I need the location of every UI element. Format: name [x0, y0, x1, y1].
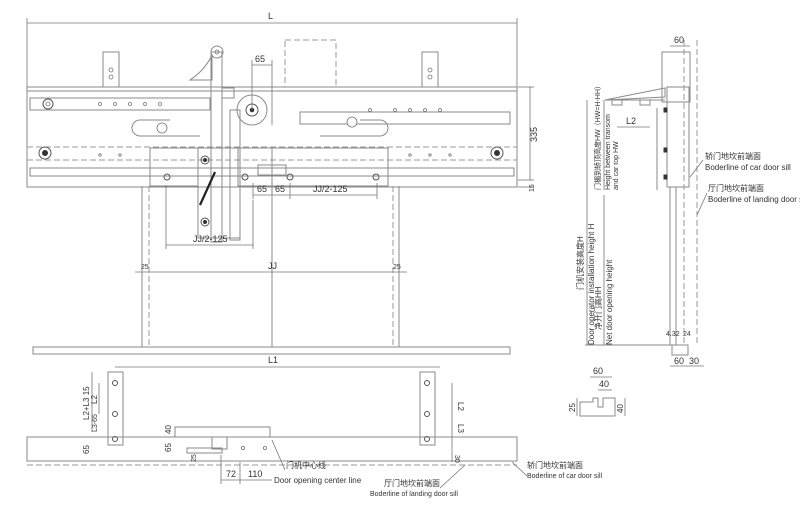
svg-text:门机中心线: 门机中心线 — [286, 460, 326, 470]
svg-text:15: 15 — [529, 184, 536, 192]
svg-text:and car top HW: and car top HW — [613, 141, 620, 190]
end-pulley-right — [490, 146, 504, 160]
svg-text:JJ: JJ — [268, 261, 277, 271]
cable-carrier-left — [131, 119, 200, 137]
svg-text:30: 30 — [453, 455, 460, 463]
svg-text:Boderline of car door sill: Boderline of car door sill — [527, 473, 603, 480]
car-sill-callout: 轿门地坎前端面 Boderline of car door sill — [689, 151, 791, 178]
svg-text:25: 25 — [568, 403, 577, 412]
svg-text:Boderline of landing door sill: Boderline of landing door sill — [370, 491, 458, 498]
dimension-L2-side: L2 — [617, 116, 650, 128]
dimension-335: 335 — [518, 86, 539, 181]
svg-text:24: 24 — [683, 331, 691, 338]
dimension-15: 15 — [518, 184, 536, 192]
dimension-65-65: 65 65 JJ/2-125 — [252, 183, 378, 199]
motor-box — [284, 39, 337, 88]
svg-text:门机安装高度H: 门机安装高度H — [575, 236, 585, 290]
dimension-65-top: 65 — [251, 54, 273, 125]
beam-holes — [98, 102, 452, 157]
svg-text:轿门地坎前端面: 轿门地坎前端面 — [527, 460, 583, 470]
svg-text:L2+L3 15: L2+L3 15 — [82, 386, 91, 420]
svg-text:净开门高HH: 净开门高HH — [593, 286, 603, 330]
svg-text:Boderline of landing door sill: Boderline of landing door sill — [708, 195, 800, 204]
center-line-callout: 门机中心线 Door opening center line — [271, 439, 362, 485]
svg-text:40: 40 — [599, 379, 609, 389]
svg-text:25: 25 — [393, 264, 401, 271]
front-view: L — [26, 11, 539, 355]
plan-left-dims: L2+L3 15 L2 L3-65 65 40 65 25 — [82, 372, 198, 462]
plan-bottom-dims: 72 110 — [220, 455, 272, 484]
svg-text:25: 25 — [191, 454, 198, 462]
dim-label: L — [268, 11, 273, 21]
hanger-rollers — [163, 173, 380, 181]
svg-text:65: 65 — [82, 445, 91, 454]
plan-bracket-right — [419, 371, 436, 446]
svg-text:65: 65 — [164, 443, 173, 452]
svg-text:65: 65 — [255, 54, 265, 64]
floor-sill — [32, 346, 511, 355]
svg-text:Door operator installation hei: Door operator installation height H — [587, 223, 596, 345]
svg-text:L2: L2 — [90, 395, 99, 404]
end-pulley-left — [38, 146, 52, 160]
svg-text:L3: L3 — [456, 424, 465, 433]
svg-text:65: 65 — [257, 184, 267, 194]
svg-text:JJ/2-125: JJ/2-125 — [193, 234, 228, 244]
svg-text:厅门地坎前端面: 厅门地坎前端面 — [384, 478, 440, 488]
dimension-L1: L1 — [115, 355, 440, 368]
door-hanger-center-left — [237, 147, 273, 187]
svg-text:60: 60 — [674, 35, 684, 45]
svg-text:JJ/2-125: JJ/2-125 — [313, 184, 348, 194]
side-operator-body — [666, 86, 690, 188]
belt-track-right — [299, 111, 511, 125]
door-lever-mechanism — [188, 45, 241, 243]
dimension-60-top: 60 — [670, 35, 690, 47]
svg-text:110: 110 — [248, 469, 262, 479]
dimension-L: L — [26, 11, 518, 90]
plan-bracket-left — [107, 371, 124, 446]
dimension-HH: 净开门高HH Net door opening height — [593, 195, 614, 345]
pulley-left — [42, 98, 54, 110]
plan-landing-sill-callout: 厅门地坎前端面 Boderline of landing door sill — [370, 464, 466, 498]
dimension-jj: JJ 25 25 — [135, 261, 407, 273]
plan-coupler — [211, 436, 228, 450]
svg-text:轿门地坎前端面: 轿门地坎前端面 — [705, 151, 761, 161]
svg-text:335: 335 — [529, 127, 539, 142]
svg-text:4.32: 4.32 — [666, 331, 680, 338]
dimension-jj-half-left: JJ/2-125 — [165, 185, 254, 249]
svg-text:Height between transom: Height between transom — [605, 114, 612, 190]
svg-text:Net door opening height: Net door opening height — [605, 259, 614, 345]
door-opening-frame — [141, 150, 400, 347]
svg-text:L2: L2 — [626, 116, 636, 126]
side-view: 60 L2 门机安装高度H Door operator installation… — [575, 35, 800, 367]
svg-text:40: 40 — [616, 404, 625, 413]
plan-right-dims: L2 L3 30 — [451, 383, 465, 463]
svg-text:30: 30 — [689, 356, 699, 366]
svg-text:L3-65: L3-65 — [92, 414, 99, 432]
cable-carrier-right — [320, 119, 389, 137]
svg-text:Boderline of car door sill: Boderline of car door sill — [705, 163, 791, 172]
plan-beam — [26, 436, 518, 462]
dimension-H: 门机安装高度H Door operator installation heigh… — [575, 100, 596, 345]
svg-text:厅门地坎前端面: 厅门地坎前端面 — [708, 183, 764, 193]
svg-text:L1: L1 — [268, 355, 278, 365]
plan-car-sill-callout: 轿门地坎前端面 Boderline of car door sill — [511, 460, 603, 480]
door-hanger-left — [149, 147, 199, 187]
svg-text:60: 60 — [593, 366, 603, 376]
svg-text:25: 25 — [141, 264, 149, 271]
sill-profile-detail: 60 40 25 40 — [568, 366, 626, 417]
svg-text:60: 60 — [674, 356, 684, 366]
svg-text:72: 72 — [226, 469, 236, 479]
plan-view: L1 L2+L3 15 L2 L3-65 65 40 65 25 72 110 — [26, 355, 603, 498]
svg-text:门楣到轿顶高度HW（HW=H-HH）: 门楣到轿顶高度HW（HW=H-HH） — [593, 82, 602, 190]
svg-text:Door opening center line: Door opening center line — [274, 476, 362, 485]
side-sill-profile — [671, 344, 689, 356]
belt-track-left — [29, 97, 211, 111]
svg-text:L2: L2 — [456, 402, 465, 411]
dimension-HW: 门楣到轿顶高度HW（HW=H-HH） Height between transo… — [593, 82, 620, 190]
svg-text:65: 65 — [275, 184, 285, 194]
svg-text:40: 40 — [164, 425, 173, 434]
landing-sill-callout: 厅门地坎前端面 Boderline of landing door sill — [696, 183, 800, 216]
